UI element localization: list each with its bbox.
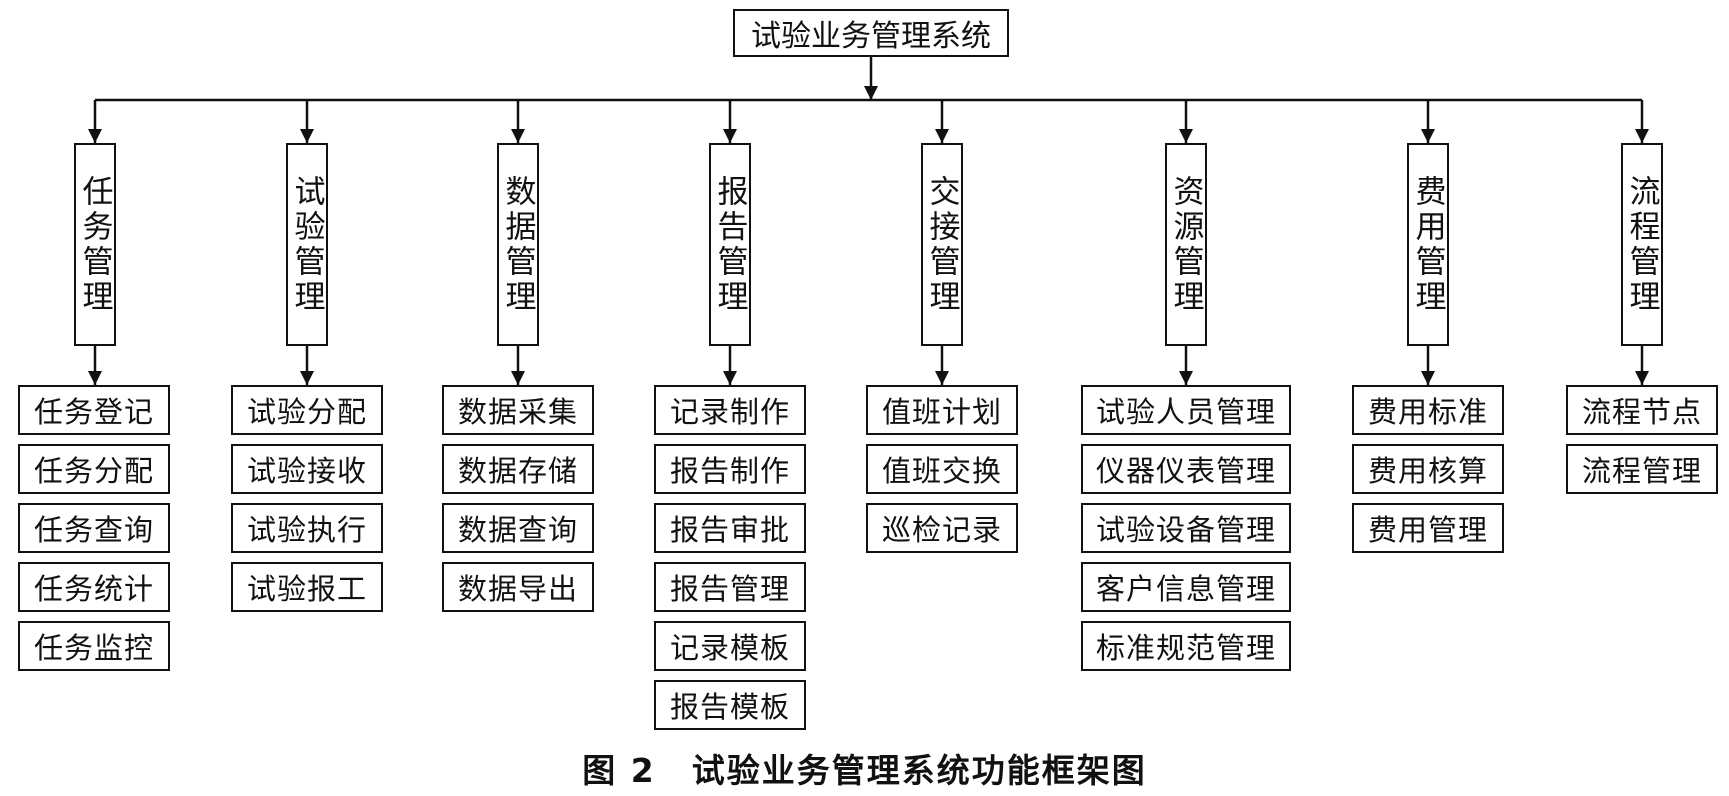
- figure-title: 试验业务管理系统功能框架图: [691, 751, 1147, 790]
- leaf-drop-arrow: [1421, 371, 1435, 385]
- module-drop-arrow: [1421, 129, 1435, 143]
- function-node: 报告模板: [654, 680, 806, 730]
- function-node: 报告审批: [654, 503, 806, 553]
- function-node: 标准规范管理: [1081, 621, 1291, 671]
- leaf-drop-arrow: [300, 371, 314, 385]
- function-node: 记录制作: [654, 385, 806, 435]
- function-node: 试验接收: [231, 444, 383, 494]
- module-node: 报告管理: [709, 143, 751, 346]
- module-node: 试验管理: [286, 143, 328, 346]
- module-drop-arrow: [88, 129, 102, 143]
- leaf-drop-arrow: [723, 371, 737, 385]
- function-node: 流程节点: [1566, 385, 1718, 435]
- function-node: 费用标准: [1352, 385, 1504, 435]
- figure-number: 图 2: [582, 751, 656, 790]
- module-drop-arrow: [1635, 129, 1649, 143]
- module-drop-arrow: [1179, 129, 1193, 143]
- leaf-drop-arrow: [88, 371, 102, 385]
- function-node: 报告制作: [654, 444, 806, 494]
- function-node: 任务查询: [18, 503, 170, 553]
- function-node: 费用核算: [1352, 444, 1504, 494]
- function-node: 数据查询: [442, 503, 594, 553]
- root-node: 试验业务管理系统: [733, 9, 1009, 57]
- function-node: 试验人员管理: [1081, 385, 1291, 435]
- module-node: 任务管理: [74, 143, 116, 346]
- function-node: 值班交换: [866, 444, 1018, 494]
- module-drop-arrow: [723, 129, 737, 143]
- module-node: 费用管理: [1407, 143, 1449, 346]
- function-node: 流程管理: [1566, 444, 1718, 494]
- function-node: 任务监控: [18, 621, 170, 671]
- leaf-drop-arrow: [935, 371, 949, 385]
- root-stem-arrow: [864, 86, 878, 100]
- leaf-drop-arrow: [1179, 371, 1193, 385]
- leaf-drop-arrow: [1635, 371, 1649, 385]
- function-node: 试验分配: [231, 385, 383, 435]
- function-node: 客户信息管理: [1081, 562, 1291, 612]
- function-node: 数据采集: [442, 385, 594, 435]
- function-node: 任务统计: [18, 562, 170, 612]
- function-node: 费用管理: [1352, 503, 1504, 553]
- function-node: 数据导出: [442, 562, 594, 612]
- module-drop-arrow: [935, 129, 949, 143]
- function-node: 试验设备管理: [1081, 503, 1291, 553]
- leaf-drop-arrow: [511, 371, 525, 385]
- function-node: 报告管理: [654, 562, 806, 612]
- module-drop-arrow: [511, 129, 525, 143]
- module-node: 资源管理: [1165, 143, 1207, 346]
- function-node: 记录模板: [654, 621, 806, 671]
- function-node: 任务分配: [18, 444, 170, 494]
- function-node: 巡检记录: [866, 503, 1018, 553]
- function-node: 试验报工: [231, 562, 383, 612]
- module-node: 交接管理: [921, 143, 963, 346]
- function-node: 任务登记: [18, 385, 170, 435]
- function-node: 值班计划: [866, 385, 1018, 435]
- module-node: 流程管理: [1621, 143, 1663, 346]
- function-node: 仪器仪表管理: [1081, 444, 1291, 494]
- function-node: 试验执行: [231, 503, 383, 553]
- module-drop-arrow: [300, 129, 314, 143]
- function-node: 数据存储: [442, 444, 594, 494]
- module-node: 数据管理: [497, 143, 539, 346]
- figure-caption: 图 2 试验业务管理系统功能框架图: [0, 744, 1729, 792]
